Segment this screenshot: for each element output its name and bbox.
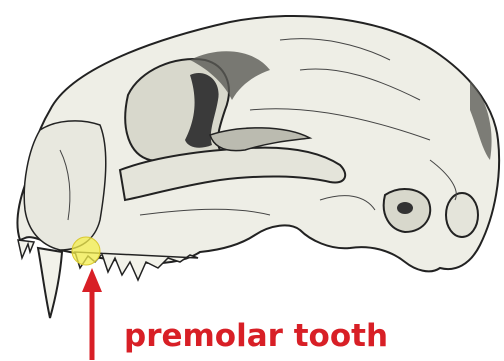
occipital-condyle bbox=[446, 193, 478, 237]
premolar-highlight bbox=[72, 237, 100, 265]
canine-tooth bbox=[38, 248, 62, 318]
skull-illustration bbox=[18, 16, 500, 318]
incisor-teeth bbox=[18, 240, 34, 258]
foramen-dark bbox=[397, 202, 413, 214]
premolar-tooth-label: premolar tooth bbox=[124, 318, 388, 354]
muzzle bbox=[24, 121, 106, 250]
pointer-arrow bbox=[82, 268, 102, 360]
